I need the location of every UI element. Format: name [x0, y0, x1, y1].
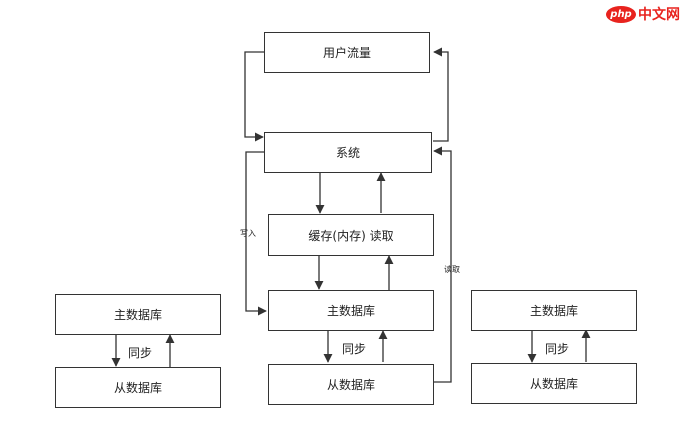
center-sync-label: 同步 [342, 342, 367, 356]
watermark-text: 中文网 [638, 7, 680, 23]
left-master-db-box: 主数据库 [55, 294, 221, 335]
left-sync-label: 同步 [128, 346, 153, 360]
left-slave-db-box: 从数据库 [55, 367, 221, 408]
right-sync-label: 同步 [545, 342, 570, 356]
read-arrow [433, 146, 452, 383]
site-watermark: php 中文网 [606, 4, 680, 24]
system-box: 系统 [264, 132, 432, 173]
right-master-db-box: 主数据库 [471, 290, 637, 331]
write-label: 写入 [240, 229, 256, 238]
center-master-db-box: 主数据库 [268, 290, 434, 331]
read-label: 读取 [444, 265, 460, 274]
php-logo: php [606, 5, 636, 23]
right-slave-db-box: 从数据库 [471, 363, 637, 404]
traffic-to-system-arrow [244, 51, 264, 142]
write-arrow [245, 151, 267, 316]
center-slave-db-box: 从数据库 [268, 364, 434, 405]
user-traffic-box: 用户流量 [264, 32, 430, 73]
system-to-traffic-arrow [433, 47, 449, 142]
cache-box: 缓存(内存) 读取 [268, 214, 434, 256]
